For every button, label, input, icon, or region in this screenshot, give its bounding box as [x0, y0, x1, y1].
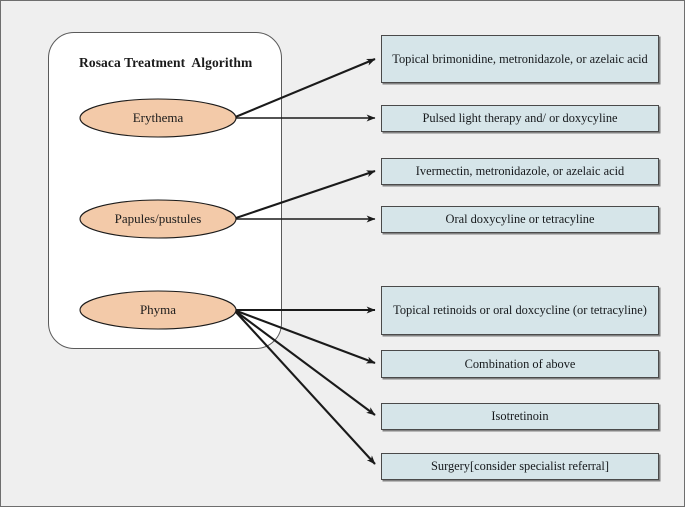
treatment-box-combination[interactable]: Combination of above — [381, 350, 659, 378]
treatment-box-topical-brimonidine[interactable]: Topical brimonidine, metronidazole, or a… — [381, 35, 659, 83]
treatment-box-oral-doxycyline[interactable]: Oral doxycyline or tetracyline — [381, 206, 659, 233]
treatment-box-surgery[interactable]: Surgery[consider specialist referral] — [381, 453, 659, 480]
treatment-box-topical-retinoids[interactable]: Topical retinoids or oral doxcycline (or… — [381, 286, 659, 335]
condition-group-panel — [48, 32, 282, 349]
page-title: Rosaca Treatment Algorithm — [79, 55, 253, 70]
treatment-box-ivermectin[interactable]: Ivermectin, metronidazole, or azelaic ac… — [381, 158, 659, 185]
treatment-box-isotretinoin[interactable]: Isotretinoin — [381, 403, 659, 430]
treatment-box-pulsed-light[interactable]: Pulsed light therapy and/ or doxycyline — [381, 105, 659, 132]
